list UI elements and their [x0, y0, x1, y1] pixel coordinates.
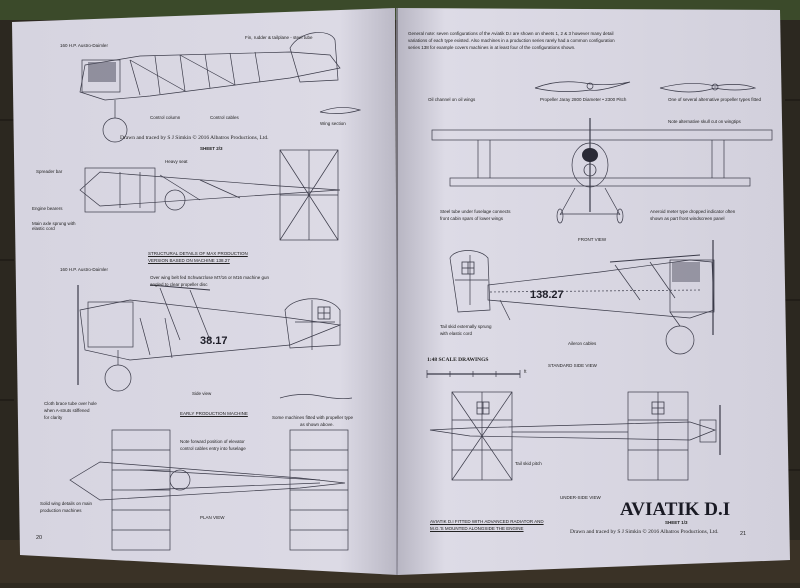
note-structural-title: STRUCTURAL DETAILS OF MAX PRODUCTION	[148, 251, 248, 256]
label-a-struts: when A-struts stiffened	[44, 408, 90, 413]
label-tail-skid: Tail skid externally sprung	[440, 324, 492, 329]
intro-line-1: General note: seven configurations of th…	[408, 31, 614, 36]
label-tail-skid-pitch: Tail skid pitch	[515, 461, 542, 466]
intro-line-3: series 138 for example covers machines i…	[408, 45, 576, 50]
note-structural-sub: VERSION BASED ON MACHINE 138.27	[148, 258, 230, 263]
label-elevator-note: Note forward position of elevator	[180, 439, 245, 444]
label-cloth-brace: Cloth brace tube over hole	[44, 401, 97, 406]
label-underside-view: UNDER-SIDE VIEW	[560, 495, 601, 500]
label-machine-gun: Over wing belt fed Schwarzlose M7/16 or …	[150, 275, 270, 280]
label-elevator-note-2: control cables entry into fuselage	[180, 446, 246, 451]
label-oil-channel: Oil channel on oil wings	[428, 97, 476, 102]
label-alt-propeller: One of several alternative propeller typ…	[668, 97, 762, 102]
label-plan-view: PLAN VIEW	[200, 515, 225, 520]
label-production-machines: production machines	[40, 508, 82, 513]
scale-title: 1:48 SCALE DRAWINGS	[427, 357, 489, 363]
label-cabin-spars: front cabin spars of lower wings	[440, 216, 504, 221]
label-elastic-cord: with elastic cord	[440, 331, 473, 336]
label-control-cables: Control cables	[210, 115, 239, 120]
label-front-view: FRONT VIEW	[578, 237, 607, 242]
label-engine-bearers: Engine bearers	[32, 206, 63, 211]
page-number-right: 21	[740, 531, 747, 537]
label-engine-top: 160 H.P. Austro-Daimler	[60, 43, 108, 48]
label-propeller-disc: angled to clear propeller disc	[150, 282, 208, 287]
label-clarity: for clarity	[44, 415, 63, 420]
right-page	[398, 8, 790, 575]
label-standard-side-view: STANDARD SIDE VIEW	[548, 363, 597, 368]
label-spreader-bar: Spreader bar	[36, 169, 63, 174]
sheet-right: SHEET 1/3	[665, 520, 688, 525]
label-heavy-seat: Heavy seat	[165, 159, 188, 164]
label-shown-above: as shown above.	[300, 422, 334, 427]
label-propeller-jaray: Propeller Jaray 2800 Diameter • 2300 Pit…	[540, 97, 627, 102]
drawing-title: AVIATIK D.I	[620, 499, 731, 520]
serial-3817: 38.17	[200, 335, 228, 347]
label-main-axle: Main axle sprung with elastic cord	[32, 221, 76, 231]
label-steel-tube: Steel tube under fuselage connects	[440, 209, 511, 214]
label-fin-rudder: Fin, rudder & tailplane - steel tube	[245, 35, 313, 40]
label-aneroid: Aneroid meter type dropped indicator oft…	[650, 209, 736, 214]
label-control-column: Control column	[150, 115, 181, 120]
label-aileron-cables: Aileron cables	[568, 341, 597, 346]
label-wingtips: Note alternative skull cut on wingtips	[668, 119, 741, 124]
label-windscreen: shown as part front windscreen panel	[650, 216, 725, 221]
credit-right: Drawn and traced by S J Simkin © 2016 Al…	[570, 529, 719, 535]
label-side-view-left: Side view	[192, 391, 212, 396]
scale-unit: ft	[524, 369, 527, 374]
label-wing-section: Wing section	[320, 121, 346, 126]
label-propeller-type: Some machines fitted with propeller type	[272, 415, 354, 420]
sheet-left: SHEET 2/3	[200, 146, 223, 151]
credit-left: Drawn and traced by S J Simkin © 2016 Al…	[120, 135, 269, 141]
note-radiator: AVIATIK D.I FITTED WITH ADVANCED RADIATO…	[430, 519, 544, 524]
label-solid-wing: Solid wing details on main	[40, 501, 93, 506]
title-early-production: EARLY PRODUCTION MACHINE	[180, 411, 248, 416]
page-number-left: 20	[36, 535, 43, 541]
intro-line-2: variations of each type existed. Also ma…	[408, 38, 615, 43]
label-engine-side: 160 H.P. Austro-Daimler	[60, 267, 108, 272]
serial-13827: 138.27	[530, 289, 564, 301]
note-mg-mounted: M.G.'S MOUNTED ALONGSIDE THE ENGINE	[430, 526, 524, 531]
